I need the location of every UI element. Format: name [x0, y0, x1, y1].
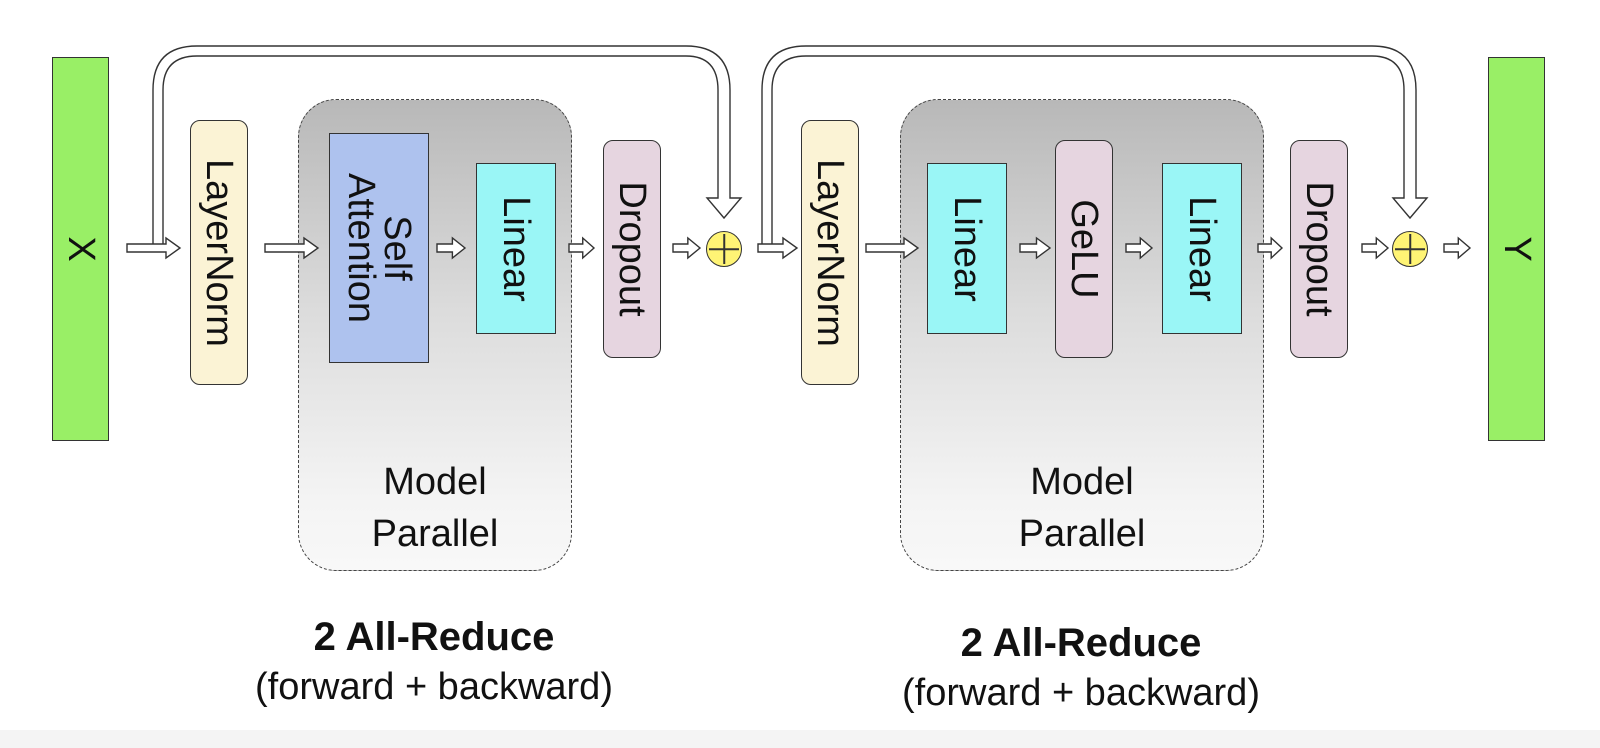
dropout-1-label: Dropout	[611, 181, 653, 317]
flow-arrow-2-icon	[264, 236, 320, 260]
gelu-block: GeLU	[1055, 140, 1113, 358]
layernorm-1-block: LayerNorm	[190, 120, 248, 385]
residual-add-2-icon	[1392, 231, 1428, 267]
flow-arrow-6-icon	[757, 236, 799, 260]
flow-arrow-8-icon	[1019, 236, 1052, 260]
skip-connection-1-icon	[152, 45, 743, 249]
dropout-2-block: Dropout	[1290, 140, 1348, 358]
layernorm-2-block: LayerNorm	[801, 120, 859, 385]
linear-1-label: Linear	[495, 195, 537, 302]
dropout-1-block: Dropout	[603, 140, 661, 358]
linear-3-label: Linear	[1181, 195, 1223, 302]
bottom-band	[0, 730, 1600, 748]
flow-arrow-5-icon	[672, 236, 702, 260]
caption-title: 2 All-Reduce	[960, 621, 1202, 665]
flow-arrow-7-icon	[865, 236, 920, 260]
region-label-line-2: Parallel	[1018, 513, 1146, 555]
region-label-line-1: Model	[383, 461, 487, 503]
mlp-allreduce-caption: 2 All-Reduce (forward + backward)	[881, 618, 1281, 718]
linear-3-block: Linear	[1162, 163, 1242, 334]
linear-1-block: Linear	[476, 163, 556, 334]
flow-arrow-12-icon	[1443, 236, 1472, 260]
flow-arrow-9-icon	[1125, 236, 1154, 260]
flow-arrow-3-icon	[436, 236, 467, 260]
attention-region-label: Model Parallel	[299, 456, 571, 560]
region-label-line-2: Parallel	[371, 513, 499, 555]
mlp-region-label: Model Parallel	[901, 456, 1263, 560]
linear-2-label: Linear	[946, 195, 988, 302]
flow-arrow-11-icon	[1361, 236, 1390, 260]
caption-subtitle: (forward + backward)	[902, 672, 1260, 714]
skip-connection-2-icon	[761, 45, 1429, 249]
region-label-line-1: Model	[1030, 461, 1134, 503]
flow-arrow-1-icon	[126, 236, 182, 260]
caption-subtitle: (forward + backward)	[255, 666, 613, 708]
input-x-block: X	[52, 57, 109, 441]
flow-arrows	[126, 236, 1472, 260]
dropout-2-label: Dropout	[1298, 181, 1340, 317]
self-attention-line-1: Self	[376, 215, 418, 281]
input-x-label: X	[59, 236, 102, 262]
gelu-label: GeLU	[1063, 199, 1105, 299]
self-attention-block: Self Attention	[329, 133, 429, 363]
flow-arrow-4-icon	[568, 236, 596, 260]
self-attention-line-2: Attention	[340, 173, 382, 323]
residual-add-1-icon	[706, 231, 742, 267]
self-attention-label: Self Attention	[340, 173, 418, 323]
caption-title: 2 All-Reduce	[313, 615, 555, 659]
layernorm-2-label: LayerNorm	[809, 158, 851, 347]
output-y-block: Y	[1488, 57, 1545, 441]
attention-allreduce-caption: 2 All-Reduce (forward + backward)	[234, 612, 634, 712]
flow-arrow-10-icon	[1257, 236, 1284, 260]
linear-2-block: Linear	[927, 163, 1007, 334]
layernorm-1-label: LayerNorm	[198, 158, 240, 347]
output-y-label: Y	[1495, 236, 1538, 262]
